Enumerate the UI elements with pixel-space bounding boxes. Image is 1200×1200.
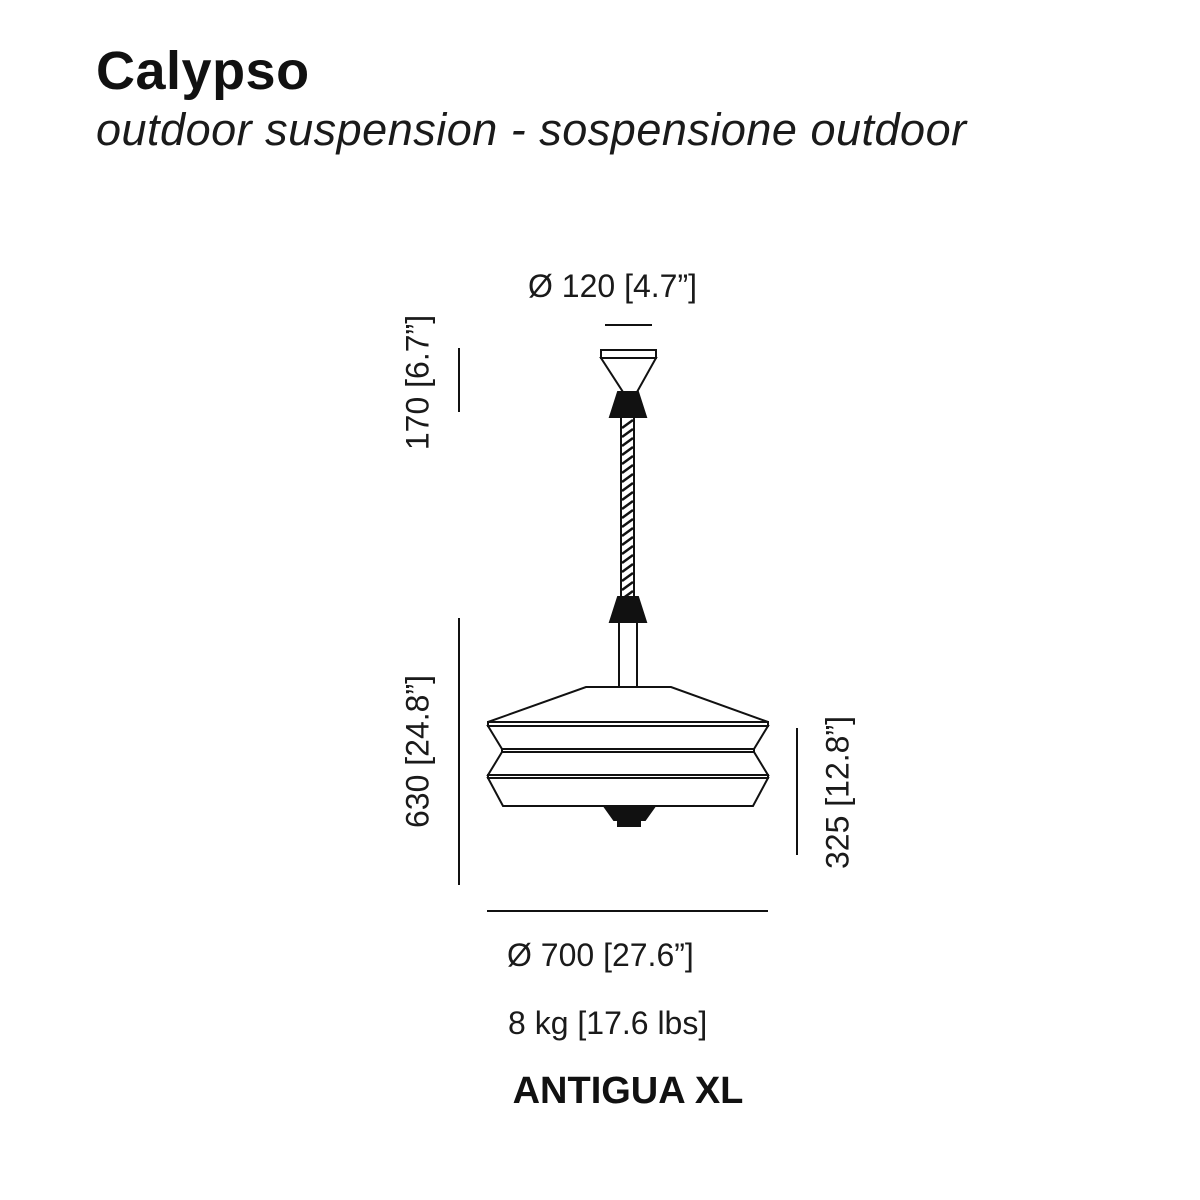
product-subtitle: outdoor suspension - sospensione outdoor [96,104,967,155]
rope-twist [621,508,634,520]
shade-diameter-label: Ø 700 [27.6”] [507,937,694,973]
rope-twist [621,535,634,547]
model-name: ANTIGUA XL [512,1070,744,1112]
canopy-diameter-label: Ø 120 [4.7”] [528,268,697,304]
canopy [599,349,658,393]
rope-twist [621,454,634,466]
rope-twist [621,517,634,529]
weight-label: 8 kg [17.6 lbs] [508,1005,708,1041]
lower-cap [608,596,648,623]
rope-twist [621,472,634,484]
upper-cap [608,391,648,418]
rope-twist [621,445,634,457]
rope-twist [621,553,634,565]
rope-twist [621,463,634,475]
rope-twist [621,526,634,538]
shade-height-label: 325 [12.8”] [819,716,856,869]
canopy-height-label: 170 [6.7”] [399,314,436,451]
finial [602,805,657,827]
rope-twist [621,580,634,592]
product-title: Calypso [96,41,310,101]
body-height-label: 630 [24.8”] [399,675,436,828]
rope-twist [621,562,634,574]
rope-twist [621,499,634,511]
shade [486,686,770,807]
rope-twist [621,571,634,583]
rope-twist [621,436,634,448]
rope-twist [621,544,634,556]
rope-twist [621,481,634,493]
rope-twist [621,427,634,439]
rope-twist [621,418,634,430]
rope-twist [621,490,634,502]
stem [618,622,638,687]
rope [620,417,635,601]
